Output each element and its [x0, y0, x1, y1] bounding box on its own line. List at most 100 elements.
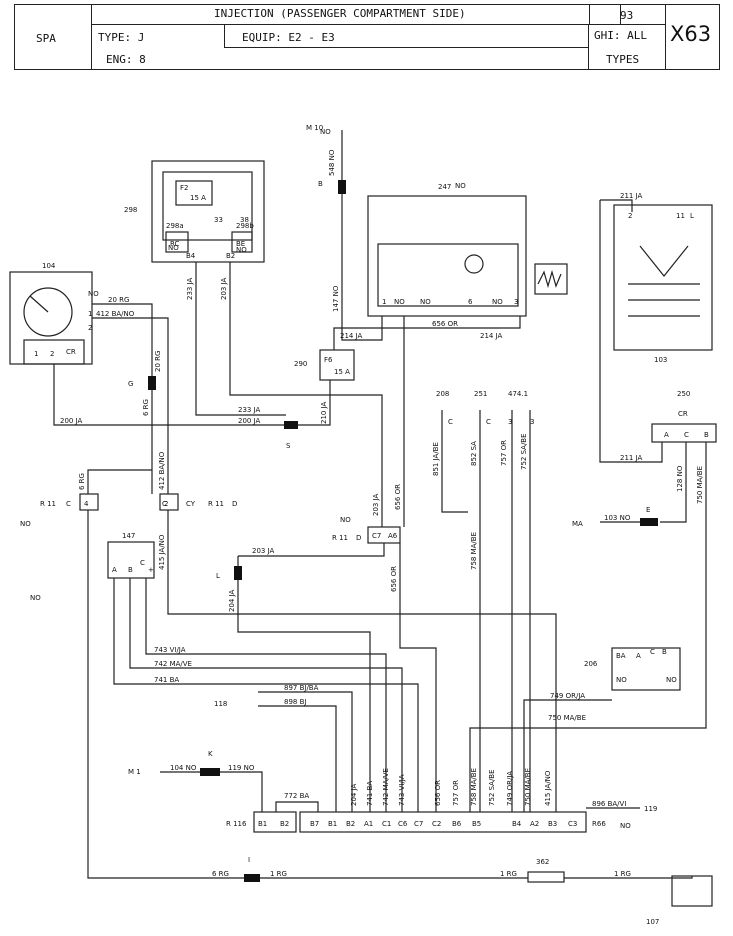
ghi-label: GHI: ALL	[594, 29, 647, 42]
wire-label: 897 BJ/BA	[284, 684, 319, 692]
code-frame	[665, 4, 720, 70]
wire-label: 200 JA	[60, 417, 83, 425]
pin-label: 2	[628, 212, 632, 220]
relay-rc	[165, 231, 189, 253]
pin-label: B5	[472, 820, 481, 828]
wire-104	[160, 771, 263, 812]
gauge-needle	[29, 295, 49, 313]
wire-label: 203 JA	[252, 547, 275, 555]
label-r66: R66	[592, 820, 606, 828]
marker-e: E	[646, 506, 650, 514]
wire-label: 415 JA/NO	[158, 534, 166, 570]
eng-label: ENG: 8	[106, 53, 146, 66]
wire-label: 750 MA/BE	[696, 466, 704, 504]
label-m1: M 1	[128, 768, 141, 776]
wire-label: 743 VI/JA	[154, 646, 186, 654]
wire-label: 204 JA	[350, 783, 358, 806]
relay-be	[231, 231, 253, 253]
wire-749	[523, 699, 612, 812]
pin-label: B7	[310, 820, 319, 828]
wire-label: 214 JA	[340, 332, 363, 340]
pin-label: D	[356, 534, 361, 542]
wire-6rg-b	[87, 510, 244, 879]
splice-i	[244, 874, 260, 882]
wire-label: 1 RG	[500, 870, 517, 878]
wire-1rg	[260, 876, 693, 879]
wire-label: 548 NO	[328, 149, 336, 176]
wire-label: 412 BA/NO	[158, 451, 166, 490]
component-206-box	[611, 647, 681, 691]
label-m10: M 10	[306, 124, 323, 132]
component-247-box	[367, 195, 527, 317]
tag-label: CY	[186, 500, 196, 508]
tag-label: NO	[492, 298, 503, 306]
wire-741	[113, 578, 419, 812]
wire-898	[258, 705, 337, 812]
label-474: 474.1	[508, 390, 528, 398]
pin-label: A1	[364, 820, 373, 828]
wire-200	[53, 364, 286, 426]
marker-b: B	[318, 180, 323, 188]
marker-k: K	[208, 750, 213, 758]
wire-211	[599, 200, 663, 463]
pin-label: L	[690, 212, 694, 220]
wire-label: 20 RG	[154, 351, 162, 372]
pin-label: B3	[548, 820, 557, 828]
tag-label: NO	[620, 822, 631, 830]
wire-label: 752 SA/BE	[488, 769, 496, 806]
pin-label: 298a	[166, 222, 184, 230]
wire-label: 6 RG	[212, 870, 229, 878]
wire-label: 119 NO	[228, 764, 255, 772]
pin-label: C	[162, 500, 167, 508]
pin-label: 33	[214, 216, 223, 224]
tag-label: BA	[616, 652, 626, 660]
page-title: INJECTION (PASSENGER COMPARTMENT SIDE)	[214, 7, 466, 20]
wire-label: 852 SA	[470, 441, 478, 466]
wire-label: 851 JA/BE	[432, 442, 440, 476]
gauge-dial	[23, 287, 73, 337]
pin-label: 1	[88, 310, 92, 318]
wire-label: 752 SA/BE	[520, 433, 528, 470]
pin-label: B1	[328, 820, 337, 828]
wire-897	[258, 691, 353, 812]
scope-symbol	[534, 263, 568, 295]
pin-label: C	[486, 418, 491, 426]
label-107: 107	[646, 918, 659, 926]
pin-label: B	[662, 648, 667, 656]
wire-415	[167, 510, 557, 812]
wire-label: 203 JA	[220, 277, 228, 300]
fuse-362	[527, 871, 565, 883]
label-r11-c: R 11	[332, 534, 348, 542]
pin-label: C	[684, 431, 689, 439]
wire-label: 204 JA	[228, 589, 236, 612]
splice-l	[234, 566, 242, 580]
wire-210	[296, 380, 331, 426]
pin-label: A	[112, 566, 117, 574]
wire-paths	[53, 130, 707, 879]
tag-label: CR	[66, 348, 76, 356]
marker-s: S	[286, 442, 291, 450]
wire-label: 233 JA	[238, 406, 261, 414]
pin-label: A	[664, 431, 669, 439]
title-block: INJECTION (PASSENGER COMPARTMENT SIDE) 9…	[14, 4, 720, 70]
wire-label: 104 NO	[170, 764, 197, 772]
component-298-inner	[162, 171, 253, 241]
pin-label: B4	[186, 252, 196, 260]
equip-label: EQUIP: E2 - E3	[242, 31, 335, 44]
wire-label: 6 RG	[78, 473, 86, 490]
wire-label: 211 JA	[620, 192, 643, 200]
wire-label: 210 JA	[320, 401, 328, 424]
component-247-inner	[377, 243, 519, 307]
label-247: 247	[438, 183, 451, 191]
tag-label: NO	[455, 182, 466, 190]
label-251: 251	[474, 390, 487, 398]
component-290-box	[319, 349, 355, 381]
pin-label: A2	[530, 820, 539, 828]
pin-label: 3	[508, 418, 512, 426]
tag-label: NO	[420, 298, 431, 306]
wire-label: 741 BA	[366, 781, 374, 806]
tag-label: CR	[678, 410, 688, 418]
wire-label: 103 NO	[604, 514, 631, 522]
pin-label: 3	[514, 298, 518, 306]
